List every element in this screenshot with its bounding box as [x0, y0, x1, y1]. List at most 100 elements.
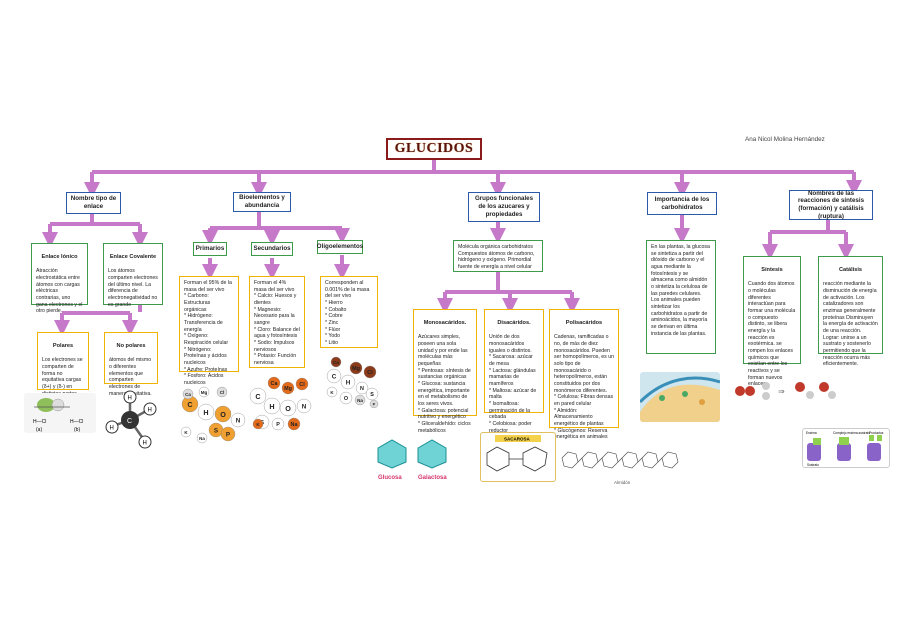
glucose-ring — [581, 451, 599, 469]
element-bubble — [252, 418, 264, 430]
methane-illustration: C H H H H — [105, 390, 157, 449]
element-symbol: C — [187, 400, 192, 409]
element-bubble — [214, 405, 232, 423]
element-bubble — [180, 426, 192, 438]
methane-atom-h2: H — [110, 426, 114, 432]
methane-atom-h4: H — [148, 408, 152, 414]
sintesis-text: Cuando dos átomos o moléculas diferentes… — [748, 281, 796, 388]
no-polares-box: No polares átomos del mismo o diferentes… — [104, 332, 158, 397]
methane-image: C H H H H — [104, 390, 160, 452]
catalisis-title: Catálisis — [838, 266, 862, 273]
element-bubble — [369, 399, 379, 408]
disacaridos-box: Disacáridos. Unión de dos monosacáridos … — [484, 309, 544, 434]
element-symbol: Cl — [299, 382, 305, 388]
glycosidic-bond — [577, 457, 583, 463]
enzyme-catalysis-illustration: Enzima Complejo enzima-sustrato Producto… — [806, 431, 884, 467]
element-bubble — [271, 417, 285, 431]
element-symbol: Na — [199, 436, 205, 441]
bond-label-a: (a) — [36, 427, 42, 433]
no-polares-title: No polares — [116, 342, 146, 349]
enlace-ionico-title: Enlace Iónico — [41, 253, 78, 260]
element-bubble — [326, 368, 342, 384]
element-symbol: O — [285, 404, 291, 413]
element-bubble — [349, 361, 363, 375]
disacaridos-text: Unión de dos monosacáridos iguales o dis… — [489, 334, 537, 434]
category-bioelementos: Bioelementos y abundancia — [233, 192, 291, 212]
glycosidic-bond — [597, 457, 603, 463]
enlace-covalente-box: Enlace Covalente Los átomos comparten el… — [103, 243, 163, 308]
element-symbol: P — [226, 431, 230, 438]
element-bubble — [365, 387, 379, 401]
element-bubble — [339, 391, 353, 405]
element-bubble — [355, 381, 369, 395]
synthesis-molecules-image: ⇒ — [732, 378, 842, 404]
element-bubble — [182, 388, 194, 400]
disacaridos-title: Disacáridos. — [497, 319, 531, 326]
monosacaridos-text: Azúcares simples, poseen una sola unidad… — [418, 334, 471, 434]
element-symbol: P — [373, 401, 376, 406]
secundarios-elements-illustration: CaMgClCHONSPKNa — [249, 376, 312, 431]
glucosa-label: Glucosa — [378, 475, 402, 481]
element-symbol: K — [256, 422, 260, 427]
svg-text:⇒: ⇒ — [778, 387, 785, 396]
element-symbol: C — [332, 373, 337, 380]
sintesis-title: Síntesis — [761, 266, 783, 273]
hcl-molecule-illustration: H—Cl H—Cl (a) (b) — [33, 398, 83, 433]
element-symbol: O — [220, 410, 226, 419]
element-symbol: Mg — [284, 386, 292, 392]
sacarosa-image: SACAROSA — [480, 432, 556, 482]
importancia-box: En las plantas, la glucosa se sintetiza … — [646, 240, 716, 354]
monosaccharides-image: Glucosa Galactosa — [370, 432, 456, 482]
almidon-label: Almidón — [614, 480, 631, 485]
element-bubble — [220, 426, 236, 442]
element-symbol: N — [302, 403, 307, 410]
element-bubble — [198, 386, 210, 398]
primarios-box: Forman el 95% de la masa del ser vivo * … — [179, 276, 239, 386]
element-bubble — [354, 394, 366, 406]
glycosidic-bond — [657, 457, 663, 463]
glucose-ring — [641, 451, 659, 469]
element-bubble — [267, 376, 281, 390]
glucose-ring — [601, 451, 619, 469]
element-symbol: Cl — [220, 390, 225, 395]
catalisis-text: reacción mediante la disminución de ener… — [823, 281, 878, 368]
element-bubble — [263, 397, 281, 415]
category-importancia: Importancia de los carbohidratos — [647, 192, 717, 215]
hcl-molecule-image: H—Cl H—Cl (a) (b) — [24, 393, 96, 433]
element-bubble — [340, 374, 356, 390]
author-name: Ana Nicol Molina Hernández — [745, 136, 825, 143]
enlace-covalente-text: Los átomos comparten electrones del últi… — [108, 268, 158, 308]
category-reacciones: Nombres de las reacciones de síntesis (f… — [789, 190, 873, 220]
element-symbol: N — [360, 386, 364, 392]
oligoelementos-title: Oligoelementos — [317, 240, 363, 254]
secundarios-title: Secundarios — [251, 242, 293, 256]
oligoelementos-box: Corresponden al 0.001% de la masa del se… — [320, 276, 378, 348]
complejo-label: Complejo enzima-sustrato — [833, 431, 870, 435]
element-symbol: C — [255, 392, 260, 401]
category-enlace: Nombre tipo de enlace — [66, 192, 121, 214]
enlace-ionico-box: Enlace Iónico Atracción electrostática e… — [31, 243, 88, 314]
methane-atom-h3: H — [143, 441, 147, 447]
element-symbol: Cl — [367, 370, 373, 376]
sustrato-label: Sustrato — [807, 463, 819, 467]
element-symbol: H — [346, 379, 351, 386]
element-symbol: O — [344, 396, 348, 402]
element-symbol: S — [214, 427, 218, 434]
element-symbol: Ca — [271, 381, 279, 387]
element-bubble — [249, 387, 267, 405]
element-symbol: K — [330, 390, 334, 395]
monosaccharides-illustration: Glucosa Galactosa — [377, 439, 447, 481]
primarios-title: Primarios — [193, 242, 227, 256]
element-symbol: Na — [291, 422, 299, 428]
photosynthesis-image — [640, 372, 720, 422]
element-symbol: S — [370, 392, 374, 398]
enlace-covalente-title: Enlace Covalente — [109, 253, 157, 260]
glucose-ring — [661, 451, 679, 469]
sintesis-box: Síntesis Cuando dos átomos o moléculas d… — [743, 256, 801, 387]
glycosidic-bond — [617, 457, 623, 463]
monosacaridos-box: Monosacáridos. Azúcares simples, poseen … — [413, 309, 477, 434]
